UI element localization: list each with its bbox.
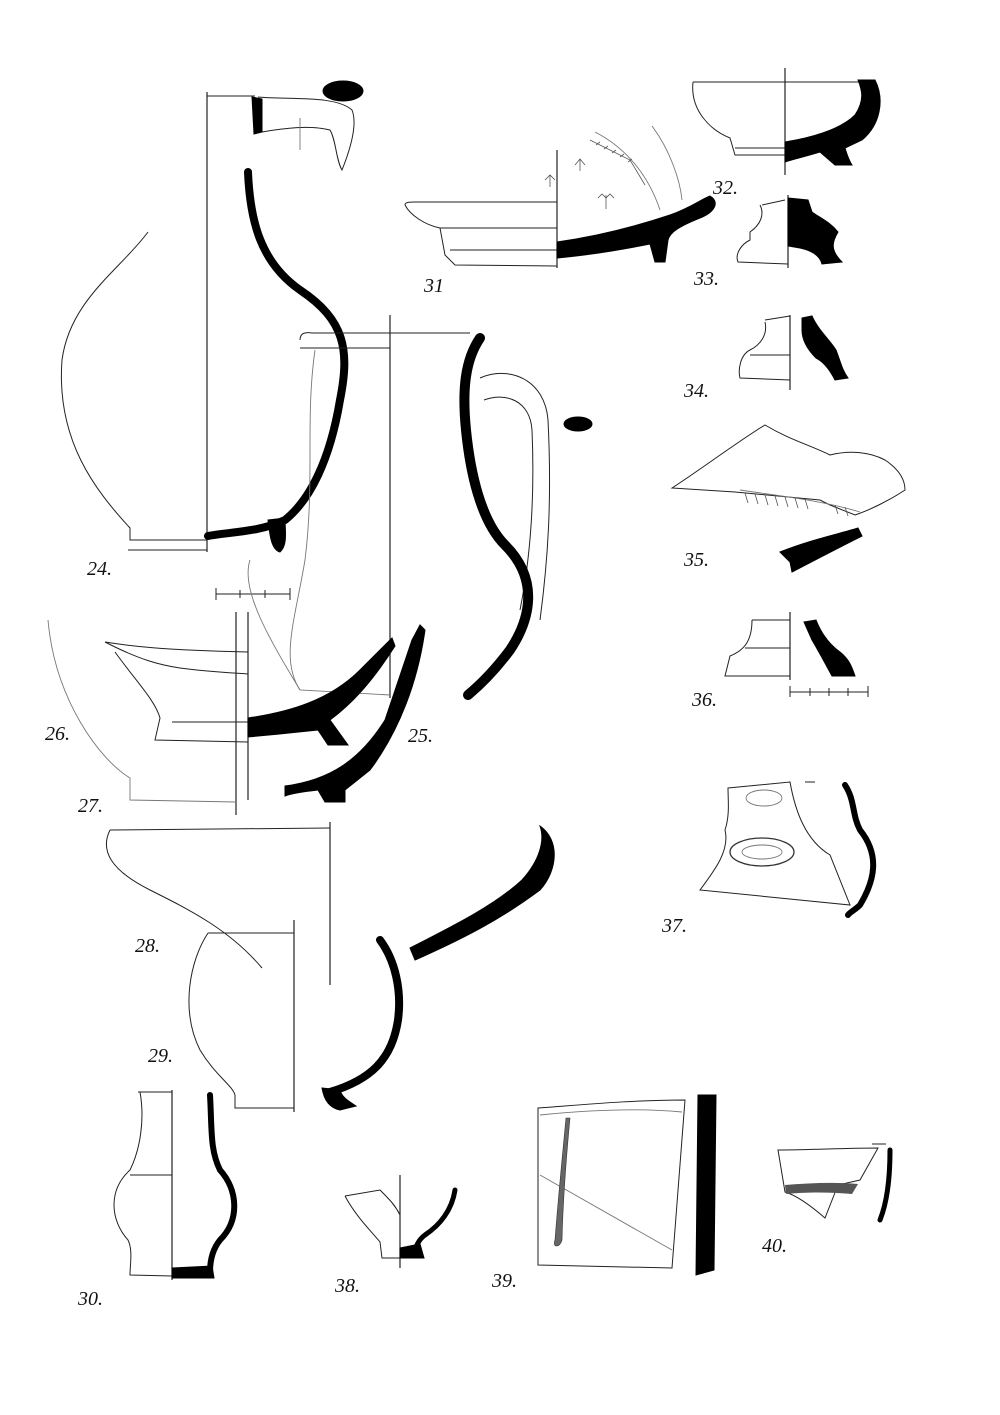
figure-label-25: 25. (408, 725, 433, 747)
figure-label-32: 32. (712, 177, 738, 199)
figure-label-24: 24. (87, 558, 112, 580)
vessel-26-bowl (104, 612, 396, 800)
vessel-39-fragment (537, 1094, 717, 1276)
floral-motif-decoration (544, 139, 646, 209)
figure-label-29: 29. (148, 1045, 173, 1067)
vessel-28-platter (105, 822, 555, 985)
vessel-38-fragment (344, 1175, 458, 1268)
figure-label-27: 27. (78, 795, 103, 817)
vessel-25-jug (247, 315, 593, 700)
figure-label-30: 30. (77, 1288, 103, 1310)
figure-label-35: 35. (683, 549, 709, 571)
vessel-32-bowl (692, 68, 881, 175)
vessel-33-base (736, 195, 844, 268)
vessel-40-fragment (777, 1143, 893, 1223)
vessel-31-plate (404, 125, 716, 268)
figure-label-38: 38. (334, 1275, 360, 1297)
figure-label-40: 40. (762, 1235, 787, 1257)
vessel-27-bowl (47, 612, 426, 815)
figure-label-36: 36. (691, 689, 717, 711)
vessel-34-base (738, 315, 849, 390)
figure-label-34: 34. (683, 380, 709, 402)
figure-label-33: 33. (693, 268, 719, 290)
vessel-30-jar (113, 1090, 238, 1280)
figure-label-31: 31 (423, 275, 444, 297)
incised-rib-decoration (744, 492, 849, 517)
figure-label-37: 37. (661, 915, 687, 937)
vessel-35-fragment (670, 424, 906, 573)
vessel-29-pot (188, 920, 404, 1112)
vessel-36-base (724, 612, 856, 680)
vessel-24-jug (60, 80, 364, 553)
figure-label-28: 28. (135, 935, 160, 957)
scale-bar-36 (789, 686, 869, 697)
figure-label-39: 39. (491, 1270, 517, 1292)
figure-label-26: 26. (45, 723, 70, 745)
vessel-37-fragment (699, 781, 877, 918)
scale-bar-24 (215, 588, 291, 600)
